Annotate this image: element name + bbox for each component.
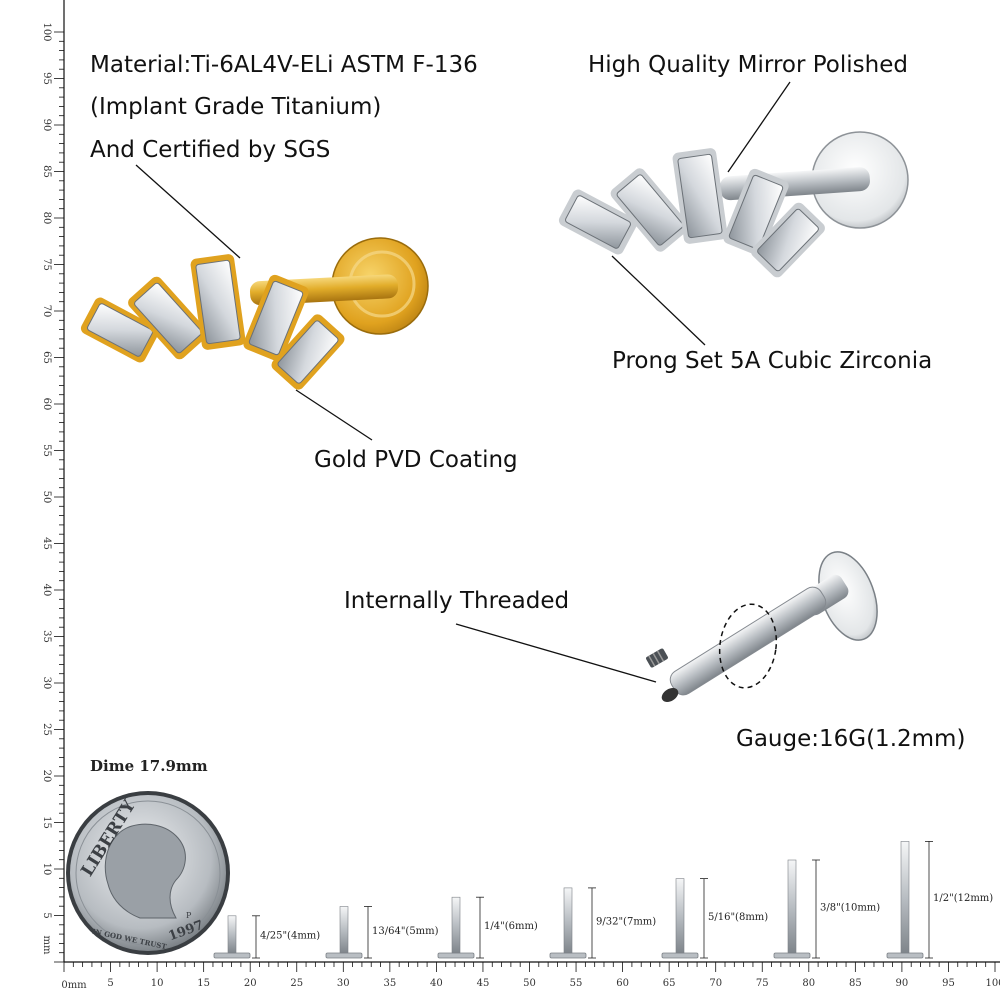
horizontal-tick-label: 90 [896, 978, 909, 989]
vertical-tick-label: 55 [41, 444, 52, 457]
horizontal-tick-label: 30 [337, 978, 350, 989]
vertical-tick-label: 30 [41, 677, 52, 690]
horizontal-tick-label: 15 [197, 978, 210, 989]
horizontal-tick-label: 55 [570, 978, 583, 989]
vertical-tick-label: 5 [41, 912, 52, 918]
horizontal-tick-label: 60 [616, 978, 629, 989]
horizontal-tick-label: 45 [477, 978, 490, 989]
set-screw-icon [646, 648, 668, 668]
size-label: 3/8"(10mm) [820, 903, 880, 914]
material-label-line2: (Implant Grade Titanium) [90, 94, 382, 120]
horizontal-tick-label: 5 [107, 978, 113, 989]
mirror-polished-label: High Quality Mirror Polished [588, 52, 908, 78]
vertical-tick-label: 80 [41, 212, 52, 225]
silver-gem-cluster [558, 148, 825, 278]
vertical-tick-label: 25 [41, 723, 52, 736]
size-label: 5/16"(8mm) [708, 912, 768, 923]
horizontal-tick-label: 95 [942, 978, 955, 989]
vertical-tick-label: 70 [41, 305, 52, 318]
gauge-label: Gauge:16G(1.2mm) [736, 726, 966, 752]
size-post-7: 1/2"(12mm) [886, 841, 993, 959]
horizontal-tick-label: 80 [802, 978, 815, 989]
vertical-tick-label: 40 [41, 584, 52, 597]
vertical-tick-label: 20 [41, 770, 52, 783]
size-label: 4/25"(4mm) [260, 930, 320, 941]
threaded-post [661, 551, 878, 702]
horizontal-tick-label: 35 [383, 978, 396, 989]
vertical-tick-label: 90 [41, 119, 52, 132]
material-label-line3: And Certified by SGS [90, 137, 331, 163]
horizontal-tick-label: 25 [290, 978, 303, 989]
vertical-tick-label: 95 [41, 72, 52, 85]
gold-pvd-label: Gold PVD Coating [314, 447, 518, 473]
size-label: 1/2"(12mm) [933, 893, 993, 904]
dime-mint: P [186, 911, 192, 920]
horizontal-tick-label: 10 [151, 978, 164, 989]
vertical-tick-label: 45 [41, 537, 52, 550]
vertical-tick-label: 65 [41, 351, 52, 364]
prong-set-label: Prong Set 5A Cubic Zirconia [612, 348, 933, 374]
horizontal-tick-label: 20 [244, 978, 257, 989]
vertical-tick-label: 60 [41, 398, 52, 411]
vertical-unit-label: mm [41, 936, 52, 955]
internally-threaded-label: Internally Threaded [344, 588, 570, 614]
vertical-tick-label: 75 [41, 258, 52, 271]
silver-labret-piece [558, 131, 909, 278]
dime-motto: LIBERTY [77, 796, 140, 880]
dime-size-label: Dime 17.9mm [90, 757, 208, 775]
vertical-tick-label: 35 [41, 630, 52, 643]
gold-gem-cluster [80, 254, 345, 390]
vertical-tick-label: 10 [41, 863, 52, 876]
horizontal-tick-label: 65 [663, 978, 676, 989]
dime-coin: LIBERTY IN GOD WE TRUST 1997 P [66, 791, 230, 955]
size-post-6: 3/8"(10mm) [773, 859, 880, 959]
vertical-tick-label: 100 [41, 22, 52, 41]
horizontal-tick-label: 100 [985, 978, 1000, 989]
gold-labret-piece [80, 237, 429, 390]
horizontal-tick-label: 85 [849, 978, 862, 989]
horizontal-tick-label: 40 [430, 978, 443, 989]
size-label: 1/4"(6mm) [484, 921, 538, 932]
material-label-line1: Material:Ti-6AL4V-ELi ASTM F-136 [90, 52, 478, 78]
size-post-2: 13/64"(5mm) [325, 906, 439, 959]
post-size-lineup: 4/25"(4mm) 13/64"(5mm) 1/4"(6mm) 9/32"(7mm)… [213, 841, 993, 959]
vertical-tick-label: 85 [41, 165, 52, 178]
size-post-5: 5/16"(8mm) [661, 878, 768, 959]
horizontal-tick-label: 75 [756, 978, 769, 989]
vertical-ruler: 5 10 15 20 25 30 35 40 45 50 55 60 65 70 75 80 85 90 95 100… [41, 0, 65, 963]
vertical-tick-label: 50 [41, 491, 52, 504]
size-post-3: 1/4"(6mm) [437, 896, 538, 959]
size-label: 13/64"(5mm) [372, 926, 439, 937]
horizontal-tick-label: 70 [709, 978, 722, 989]
size-post-4: 9/32"(7mm) [549, 887, 656, 959]
size-post-1: 4/25"(4mm) [213, 915, 320, 959]
horizontal-unit-label: 0mm [61, 980, 87, 991]
size-label: 9/32"(7mm) [596, 916, 656, 927]
dime-trust: IN GOD WE TRUST [91, 927, 168, 952]
dime-year: 1997 [166, 918, 205, 944]
vertical-tick-label: 15 [41, 816, 52, 829]
horizontal-tick-label: 50 [523, 978, 536, 989]
